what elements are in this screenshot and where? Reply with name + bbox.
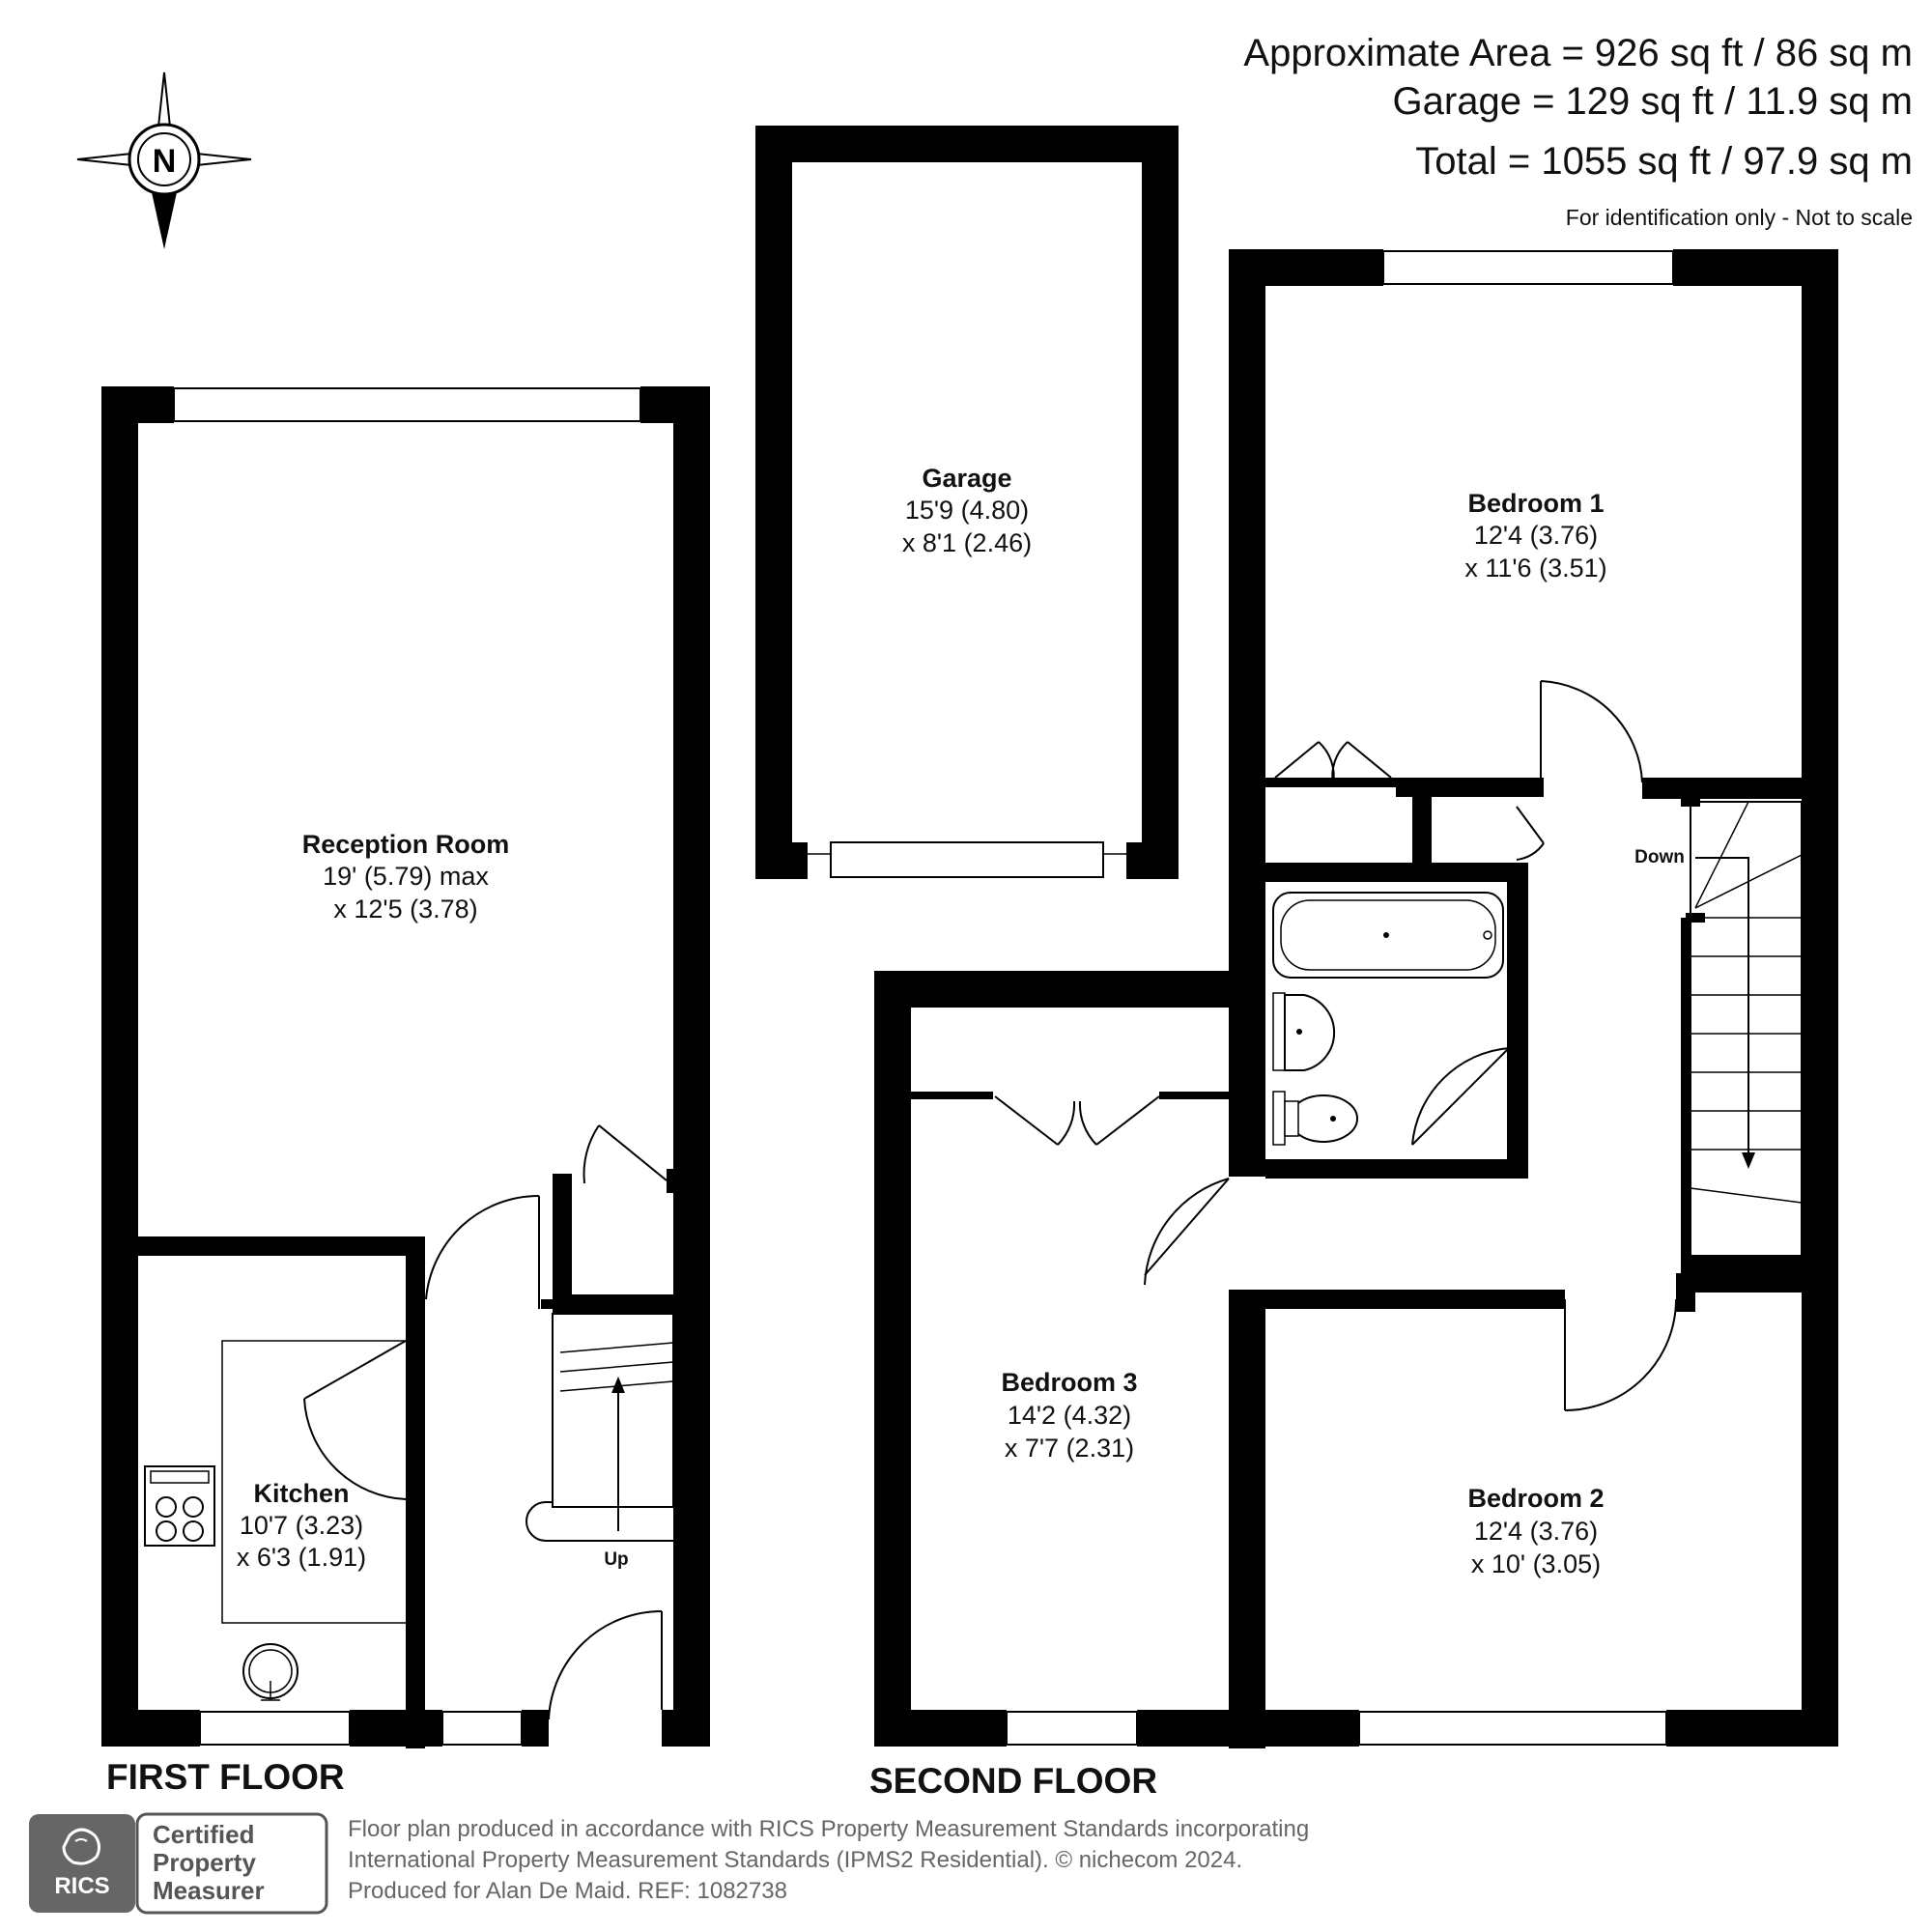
first-floor-label: FIRST FLOOR bbox=[106, 1757, 345, 1797]
garage-label: Garage 15'9 (4.80) x 8'1 (2.46) bbox=[902, 464, 1032, 557]
cert-line1: Certified bbox=[153, 1820, 254, 1849]
scale-note: For identification only - Not to scale bbox=[1566, 205, 1913, 230]
reception-window bbox=[173, 387, 641, 422]
garage-walls bbox=[755, 126, 1179, 879]
stairs-down-label: Down bbox=[1634, 847, 1685, 867]
bedroom2-label: Bedroom 2 12'4 (3.76) x 10' (3.05) bbox=[1467, 1484, 1604, 1578]
footer-line1: Floor plan produced in accordance with R… bbox=[348, 1816, 1309, 1842]
footer-line2: International Property Measurement Stand… bbox=[348, 1847, 1242, 1873]
bedroom2-dim1: 12'4 (3.76) bbox=[1474, 1517, 1598, 1546]
reception-name: Reception Room bbox=[302, 830, 510, 859]
bedroom1-label: Bedroom 1 12'4 (3.76) x 11'6 (3.51) bbox=[1464, 489, 1606, 582]
approximate-area: Approximate Area = 926 sq ft / 86 sq m bbox=[1243, 32, 1913, 74]
bedroom2-dim2: x 10' (3.05) bbox=[1471, 1549, 1601, 1578]
hob-icon bbox=[144, 1465, 215, 1547]
first-floor-fixtures bbox=[221, 1124, 674, 1720]
garage-name: Garage bbox=[922, 464, 1011, 493]
footer-line3: Produced for Alan De Maid. REF: 1082738 bbox=[348, 1878, 787, 1904]
bedroom2-window bbox=[1358, 1711, 1667, 1746]
hall-window bbox=[441, 1711, 523, 1746]
reception-dim2: x 12'5 (3.78) bbox=[333, 895, 477, 923]
down-arrow-icon bbox=[1695, 857, 1749, 1159]
garage-dim1: 15'9 (4.80) bbox=[905, 496, 1029, 525]
sink-icon bbox=[242, 1643, 298, 1701]
reception-label: Reception Room 19' (5.79) max x 12'5 (3.… bbox=[302, 830, 510, 923]
bath-icon bbox=[1272, 892, 1504, 979]
lion-icon bbox=[62, 1828, 101, 1865]
kitchen-label: Kitchen 10'7 (3.23) x 6'3 (1.91) bbox=[237, 1479, 366, 1572]
second-floor-label: SECOND FLOOR bbox=[869, 1761, 1157, 1801]
kitchen-window bbox=[199, 1711, 351, 1746]
bedroom3-dim2: x 7'7 (2.31) bbox=[1005, 1434, 1134, 1463]
bedroom3-label: Bedroom 3 14'2 (4.32) x 7'7 (2.31) bbox=[1001, 1368, 1137, 1463]
first-floor-walls bbox=[101, 386, 710, 1748]
kitchen-dim2: x 6'3 (1.91) bbox=[237, 1543, 366, 1572]
reception-dim1: 19' (5.79) max bbox=[323, 862, 489, 891]
garage-area: Garage = 129 sq ft / 11.9 sq m bbox=[1393, 80, 1913, 123]
compass-label: N bbox=[153, 143, 177, 180]
second-floor-fixtures bbox=[994, 680, 1803, 1411]
rics-badge: RICS Certified Property Measurer bbox=[29, 1812, 328, 1915]
compass-icon: N bbox=[76, 71, 252, 249]
kitchen-dim1: 10'7 (3.23) bbox=[240, 1511, 363, 1540]
bedroom1-name: Bedroom 1 bbox=[1467, 489, 1604, 518]
garage-dim2: x 8'1 (2.46) bbox=[902, 528, 1032, 557]
cert-line2: Property bbox=[153, 1848, 256, 1877]
total-area: Total = 1055 sq ft / 97.9 sq m bbox=[1415, 140, 1913, 183]
bedroom3-dim1: 14'2 (4.32) bbox=[1008, 1401, 1131, 1430]
bedroom1-dim2: x 11'6 (3.51) bbox=[1464, 554, 1606, 582]
bedroom3-name: Bedroom 3 bbox=[1001, 1368, 1137, 1397]
second-floor-walls bbox=[874, 249, 1838, 1748]
garage-door bbox=[830, 841, 1104, 878]
cert-line3: Measurer bbox=[153, 1876, 265, 1905]
rics-text: RICS bbox=[54, 1873, 109, 1899]
stairs-up-label: Up bbox=[604, 1549, 628, 1570]
bedroom2-name: Bedroom 2 bbox=[1467, 1484, 1604, 1513]
toilet-icon bbox=[1272, 1091, 1358, 1146]
bedroom1-window bbox=[1382, 250, 1674, 285]
kitchen-name: Kitchen bbox=[253, 1479, 349, 1508]
bedroom1-dim1: 12'4 (3.76) bbox=[1474, 521, 1598, 550]
basin-icon bbox=[1272, 992, 1336, 1071]
bedroom3-window bbox=[1006, 1711, 1138, 1746]
